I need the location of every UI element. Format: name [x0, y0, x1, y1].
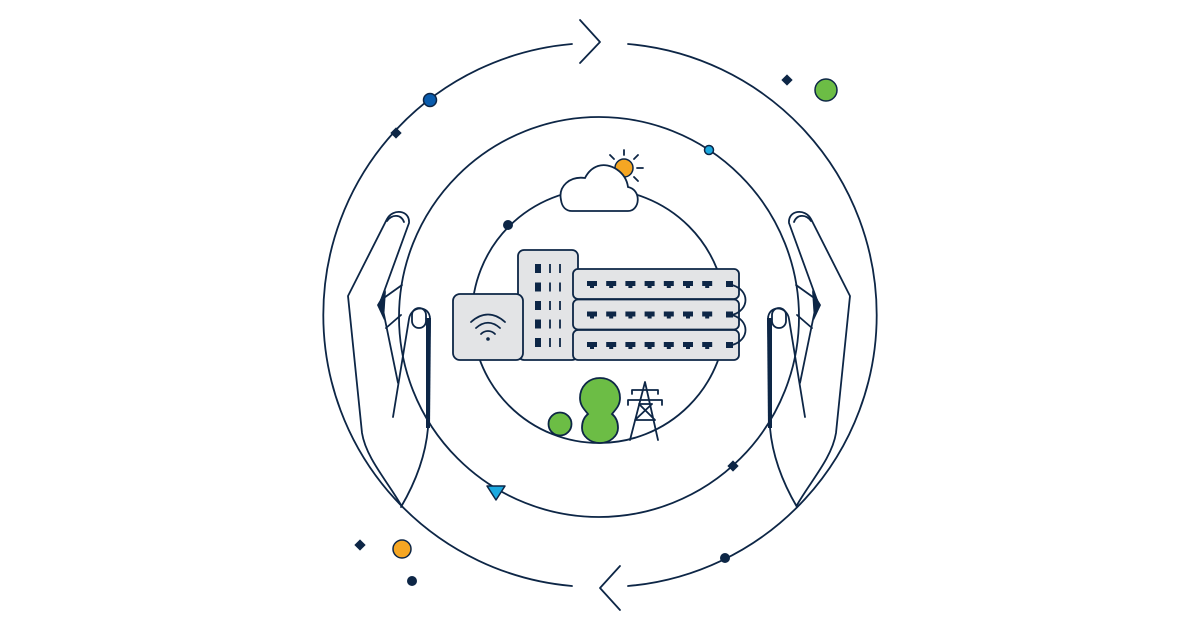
- cyan-dot: [703, 144, 715, 156]
- ethernet-port: [625, 311, 636, 319]
- window: [535, 282, 541, 292]
- switch-unit: [572, 268, 740, 300]
- ethernet-port: [587, 342, 597, 349]
- ethernet-port: [663, 311, 674, 319]
- ethernet-port: [587, 281, 597, 288]
- cycle-arrows-icon: [322, 19, 878, 611]
- ethernet-port: [726, 311, 733, 318]
- navy-dot: [407, 576, 417, 586]
- building-icon: [517, 249, 579, 361]
- ethernet-port: [644, 311, 655, 319]
- ethernet-port: [663, 281, 674, 288]
- network-switch-icon: [572, 268, 747, 361]
- ethernet-port: [702, 342, 713, 349]
- green-dot: [814, 78, 838, 102]
- diamond-marker: [727, 460, 739, 472]
- ethernet-port: [625, 342, 636, 349]
- right-hand-icon: [767, 211, 851, 508]
- window: [535, 264, 541, 273]
- window: [535, 301, 541, 310]
- ethernet-port: [683, 281, 693, 288]
- tree-icon: [547, 377, 621, 444]
- diamond-marker: [354, 539, 366, 551]
- diamond-marker: [781, 74, 793, 86]
- ethernet-port: [702, 311, 713, 319]
- ethernet-port: [683, 342, 693, 349]
- ethernet-port: [587, 311, 597, 319]
- window: [535, 319, 541, 329]
- ethernet-port: [683, 311, 693, 319]
- power-tower-icon: [627, 381, 663, 441]
- orange-dot: [392, 539, 412, 559]
- ethernet-port: [726, 281, 733, 287]
- navy-dot: [720, 553, 730, 563]
- ethernet-port: [702, 281, 713, 288]
- cloud-icon: [559, 164, 639, 212]
- ethernet-port: [625, 281, 636, 288]
- ethernet-port: [606, 342, 617, 349]
- ethernet-port: [644, 342, 655, 349]
- window: [535, 338, 541, 347]
- diamond-marker: [390, 127, 402, 139]
- wifi-access-point-icon: [452, 293, 524, 361]
- switch-unit: [572, 298, 740, 331]
- ethernet-port: [644, 281, 655, 288]
- blue-dot: [422, 92, 438, 108]
- navy-dot: [503, 220, 513, 230]
- left-hand-icon: [347, 211, 431, 508]
- cyan-triangle: [486, 485, 506, 501]
- ethernet-port: [726, 342, 733, 348]
- ethernet-port: [606, 281, 617, 288]
- ethernet-port: [606, 311, 617, 319]
- ethernet-port: [663, 342, 674, 349]
- switch-unit: [572, 329, 740, 361]
